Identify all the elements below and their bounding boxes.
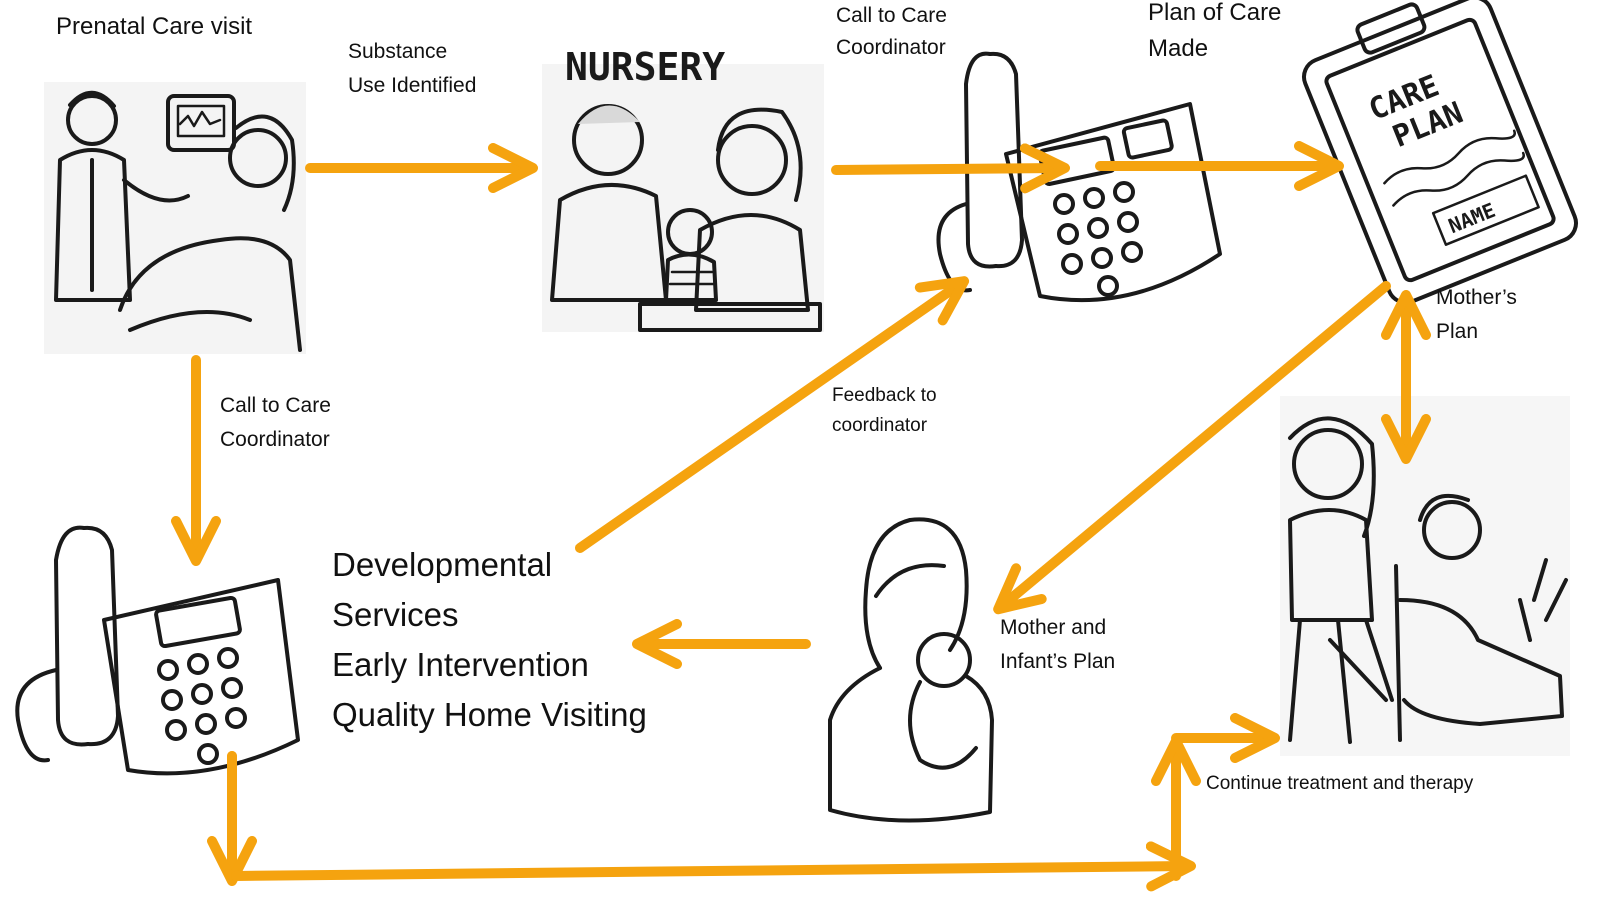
label-call-left-1: Call to Care xyxy=(220,394,331,417)
arrow-nursery-to-phone xyxy=(831,143,1070,194)
arrow-plan-to-mother xyxy=(993,281,1391,615)
therapy-session-sketch xyxy=(1280,396,1570,756)
label-mother-infant-2: Infant’s Plan xyxy=(1000,650,1116,673)
label-plan-made-2: Made xyxy=(1148,35,1209,62)
label-substance-1: Substance xyxy=(348,40,448,63)
label-prenatal-visit: Prenatal Care visit xyxy=(56,13,253,40)
label-services-2: Services xyxy=(332,596,459,633)
label-feedback-1: Feedback to xyxy=(832,385,937,406)
care-plan-clipboard-icon: CARE PLAN NAME xyxy=(1302,0,1578,305)
label-services-3: Early Intervention xyxy=(332,646,589,683)
label-substance-2: Use Identified xyxy=(348,74,477,97)
phone-icon xyxy=(15,525,300,776)
label-continue-treatment: Continue treatment and therapy xyxy=(1206,773,1474,794)
label-mothers-plan-2: Plan xyxy=(1436,320,1479,343)
nursery-sketch: NURSERY xyxy=(542,45,824,332)
label-plan-made-1: Plan of Care xyxy=(1148,0,1282,26)
label-feedback-2: coordinator xyxy=(832,415,928,436)
flow-arrows xyxy=(171,141,1431,892)
phone-icon xyxy=(936,51,1222,303)
label-services-1: Developmental xyxy=(332,546,553,583)
arrow-bottom-to-right xyxy=(231,841,1196,892)
label-mothers-plan-1: Mother’s xyxy=(1436,286,1517,309)
label-call-left-2: Coordinator xyxy=(220,428,330,451)
label-call-top-2: Coordinator xyxy=(836,36,946,59)
label-mother-infant-1: Mother and xyxy=(1000,616,1107,639)
prenatal-visit-sketch xyxy=(44,82,306,354)
label-call-top-1: Call to Care xyxy=(836,4,947,27)
arrow-services-to-phone xyxy=(575,276,970,553)
nursery-sign: NURSERY xyxy=(565,45,725,89)
mother-infant-icon xyxy=(828,517,994,823)
label-services-4: Quality Home Visiting xyxy=(332,696,647,733)
